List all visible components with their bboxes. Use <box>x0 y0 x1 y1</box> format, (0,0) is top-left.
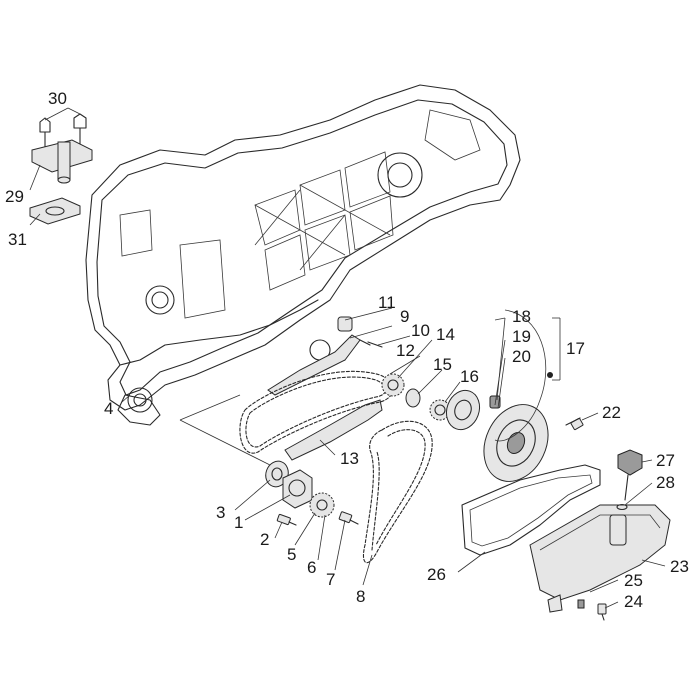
bolt-22 <box>565 417 584 431</box>
dipstick-27 <box>616 449 643 511</box>
label-part-6: 6 <box>307 558 316 577</box>
label-part-12: 12 <box>396 341 415 360</box>
label-part-22: 22 <box>602 403 621 422</box>
label-part-27: 27 <box>656 451 675 470</box>
label-part-2: 2 <box>260 530 269 549</box>
gasket-26 <box>461 464 601 556</box>
oil-pump-group <box>265 460 359 526</box>
label-part-14: 14 <box>436 325 455 344</box>
leader-lines <box>29 107 666 609</box>
label-part-25: 25 <box>624 571 643 590</box>
label-part-3: 3 <box>216 503 225 522</box>
timing-chain <box>239 370 394 454</box>
label-part-18: 18 <box>512 307 531 326</box>
chain-guides <box>267 316 383 461</box>
label-part-17: 17 <box>566 339 585 358</box>
label-part-10: 10 <box>411 321 430 340</box>
label-part-20: 20 <box>512 347 531 366</box>
label-part-31: 31 <box>8 230 27 249</box>
label-part-29: 29 <box>5 187 24 206</box>
label-part-13: 13 <box>340 449 359 468</box>
label-part-11: 11 <box>378 293 396 312</box>
label-part-24: 24 <box>624 592 643 611</box>
label-part-1: 1 <box>234 513 243 532</box>
label-part-15: 15 <box>433 355 452 374</box>
oil-pump-chain <box>362 420 433 564</box>
label-part-16: 16 <box>460 367 479 386</box>
label-part-23: 23 <box>670 557 689 576</box>
label-part-5: 5 <box>287 545 296 564</box>
label-part-9: 9 <box>400 307 409 326</box>
label-part-8: 8 <box>356 587 365 606</box>
pump-cover-assembly <box>445 309 553 482</box>
part-labels: 30 29 31 4 11 9 10 14 12 15 16 13 18 19 … <box>5 89 689 611</box>
chain-tensioner-group <box>29 113 93 225</box>
label-part-19: 19 <box>512 327 531 346</box>
label-part-26: 26 <box>427 565 446 584</box>
label-part-4: 4 <box>104 399 113 418</box>
label-part-30: 30 <box>48 89 67 108</box>
oil-sump-23 <box>529 504 671 621</box>
label-part-7: 7 <box>326 570 335 589</box>
label-part-28: 28 <box>656 473 675 492</box>
sprockets <box>381 373 451 421</box>
